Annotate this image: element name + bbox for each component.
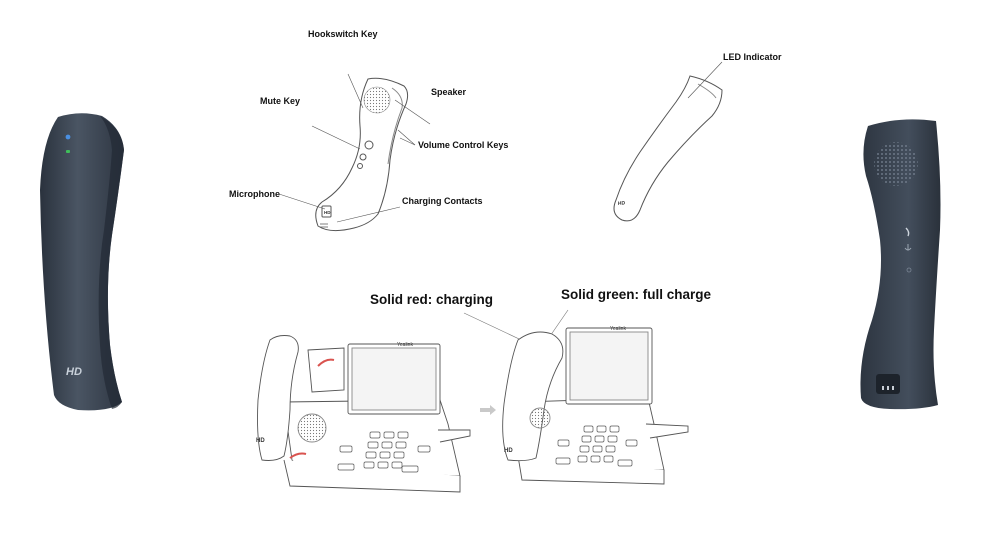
label-hookswitch-key: Hookswitch Key	[308, 29, 378, 39]
label-charging-contacts: Charging Contacts	[402, 196, 483, 206]
leader-volume2	[399, 137, 416, 146]
hd-logo-phone2: HD	[504, 448, 513, 454]
label-mute-key: Mute Key	[260, 96, 301, 106]
charging-contacts-photo	[876, 374, 900, 394]
label-volume-control-keys: Volume Control Keys	[418, 140, 509, 150]
placement-arrow-bottom	[289, 452, 307, 459]
speaker-grille	[874, 142, 918, 186]
brand-label-2: Yealink	[610, 326, 626, 332]
label-speaker: Speaker	[431, 87, 467, 97]
leader-speaker	[394, 99, 431, 125]
handset-photo-left: HD	[40, 113, 124, 411]
leader-led	[687, 61, 723, 99]
label-microphone: Microphone	[229, 189, 280, 199]
transition-arrow-icon	[480, 405, 496, 415]
led-blue-icon	[65, 134, 71, 140]
leader-microphone	[278, 193, 326, 210]
label-led-indicator: LED Indicator	[723, 52, 782, 62]
volume-key-icon	[906, 267, 912, 273]
hd-logo-phone1: HD	[256, 438, 265, 444]
label-solid-red: Solid red: charging	[370, 292, 494, 307]
keypad-1	[337, 431, 431, 473]
handset-photo-right	[860, 119, 941, 410]
desk-phone-placing: Yealink HD	[256, 335, 471, 493]
leader-volume1	[397, 129, 416, 146]
brand-label-1: Yealink	[397, 342, 413, 348]
hd-logo-led: HD	[618, 200, 626, 207]
placement-arrow-top	[317, 358, 335, 367]
hd-logo-left: HD	[66, 366, 82, 378]
leader-charging	[336, 206, 401, 223]
hook-key-icon	[905, 227, 910, 237]
handset-line-art-led: HD	[613, 61, 723, 222]
handset-line-art-labeled: HD	[278, 73, 431, 232]
leader-mute	[311, 125, 361, 150]
leader-hookswitch	[347, 73, 364, 109]
led-green-icon	[66, 150, 70, 153]
label-solid-green: Solid green: full charge	[561, 287, 712, 302]
desk-phone-charging: Yealink HD	[502, 326, 689, 485]
keypad-2	[555, 425, 638, 467]
mute-key-icon	[904, 244, 912, 251]
hd-logo-line: HD	[324, 210, 331, 215]
